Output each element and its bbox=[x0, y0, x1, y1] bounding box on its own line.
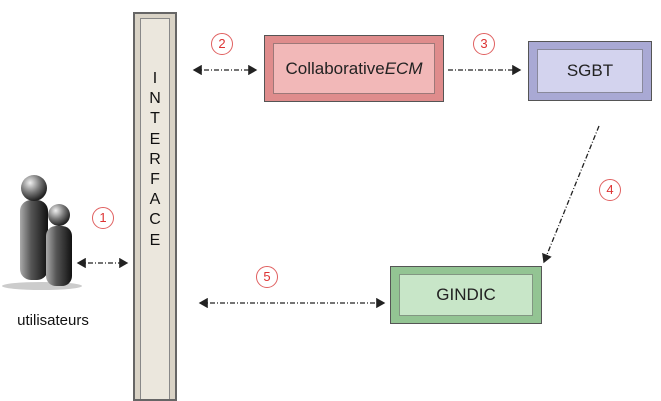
interface-letter: I bbox=[152, 70, 158, 87]
interface-label: I N T E R F A C E bbox=[141, 69, 169, 251]
interface-column: I N T E R F A C E bbox=[140, 18, 170, 399]
interface-letter: A bbox=[149, 191, 161, 209]
link-sgbt-gindic bbox=[542, 125, 600, 264]
interface-box: I N T E R F A C E bbox=[133, 12, 177, 401]
step-1-badge: 1 bbox=[92, 207, 114, 229]
sgbt-box: SGBT bbox=[528, 41, 652, 101]
users-label: utilisateurs bbox=[17, 312, 89, 329]
step-5-badge: 5 bbox=[256, 266, 278, 288]
collaborative-ecm-label-plain: Collaborative bbox=[285, 58, 385, 78]
sgbt-label: SGBT bbox=[537, 49, 643, 93]
step-3-badge: 3 bbox=[473, 33, 495, 55]
step-2-badge: 2 bbox=[211, 33, 233, 55]
gindic-label: GINDIC bbox=[399, 274, 533, 316]
interface-letter: N bbox=[149, 90, 161, 108]
interface-letter: T bbox=[150, 110, 160, 128]
users-icon bbox=[2, 175, 82, 290]
step-4-badge: 4 bbox=[599, 179, 621, 201]
gindic-box: GINDIC bbox=[390, 266, 542, 324]
interface-letter: C bbox=[149, 211, 161, 229]
interface-letter: E bbox=[149, 130, 161, 148]
collaborative-ecm-label-italic: ECM bbox=[384, 58, 423, 78]
interface-letter: R bbox=[149, 150, 161, 168]
interface-letter: F bbox=[150, 170, 160, 188]
interface-letter: E bbox=[149, 231, 161, 249]
